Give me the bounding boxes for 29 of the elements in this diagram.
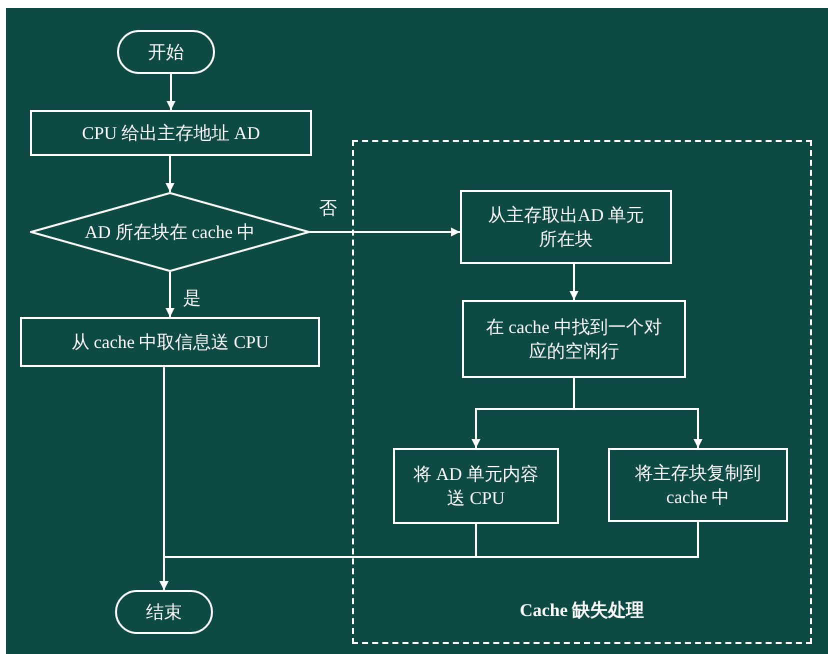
decision-diamond	[30, 192, 310, 272]
process-box	[460, 190, 672, 264]
node-text: 从 cache 中取信息送 CPU	[70, 330, 270, 354]
process-box	[462, 300, 686, 378]
node-text: 将主存块复制到 cache 中	[634, 462, 762, 509]
arrow	[570, 264, 578, 300]
node-text: 开始	[147, 40, 185, 64]
process-box	[608, 448, 788, 522]
node-text: 从主存取出AD 单元所在块	[486, 204, 646, 251]
arrow	[160, 522, 699, 590]
arrow	[166, 272, 174, 317]
node-text: CPU 给出主存地址 AD	[80, 122, 261, 145]
dashed-group-frame	[352, 140, 812, 644]
process-box	[20, 317, 320, 367]
edge-label: 是	[182, 288, 202, 308]
terminal-pill	[115, 590, 213, 634]
arrow	[166, 156, 174, 192]
node-text: AD 所在块在 cache 中	[84, 220, 256, 244]
group-heading: Cache 缺失处理	[520, 599, 644, 622]
arrow	[166, 74, 176, 110]
node-text: 将 AD 单元内容送 CPU	[412, 462, 540, 510]
node-text: 结束	[145, 600, 183, 624]
process-box	[393, 448, 559, 524]
arrow	[573, 378, 702, 448]
arrow	[310, 228, 460, 236]
terminal-pill	[117, 30, 215, 74]
node-text: 在 cache 中找到一个对应的空闲行	[485, 316, 663, 363]
edge-label: 否	[318, 198, 338, 218]
process-box	[30, 110, 312, 156]
